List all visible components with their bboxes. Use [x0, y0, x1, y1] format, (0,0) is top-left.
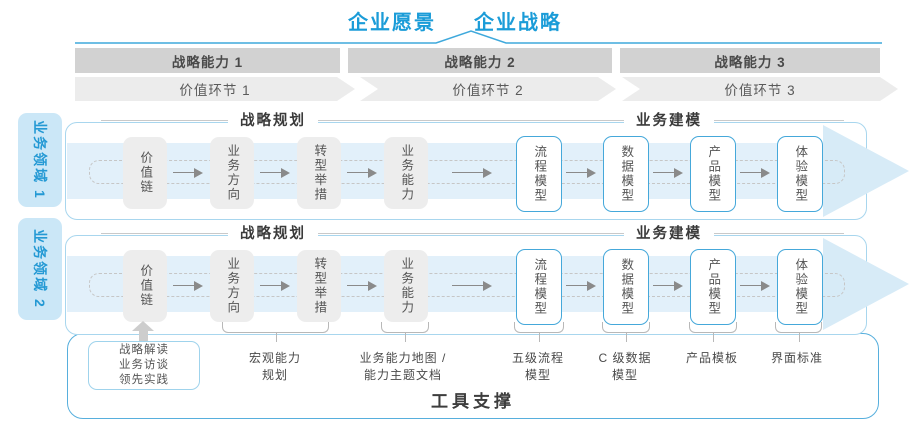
flow-box: 业务能力: [384, 137, 428, 209]
business-modeling-header: 业务建模: [624, 224, 714, 244]
brace-bracket: [381, 322, 429, 342]
right-arrow-icon: [452, 280, 492, 292]
brace-bracket: [689, 322, 737, 342]
practice-line: 战略解读: [119, 344, 169, 356]
domain-row-1: 战略规划 业务建模 价值链 业务方向 转型举措 业务能力 流程模型 数据模型 产品模型 体验模…: [65, 111, 909, 220]
tool-support-label: 工具支撑: [431, 392, 515, 411]
value-chain-segment-1: 价值环节 1: [75, 77, 355, 101]
flow-box: 业务方向: [210, 137, 254, 209]
right-arrow-icon: [566, 280, 596, 292]
annotation-label-line: 五级流程: [511, 351, 564, 365]
brace-bracket: [602, 322, 650, 342]
right-arrow-icon: [740, 280, 770, 292]
capability-band-2: 战略能力 2: [348, 48, 612, 73]
flow-box: 转型举措: [297, 250, 341, 322]
flow-box: 体验模型: [777, 136, 823, 212]
annotation-label-line: 宏观能力: [248, 351, 301, 365]
brace-bracket: [775, 322, 822, 342]
domain-label-text: 业务领域 2: [32, 229, 48, 309]
brace-bracket: [514, 322, 564, 342]
capability-band-3: 战略能力 3: [620, 48, 880, 73]
right-arrow-icon: [173, 167, 203, 179]
right-arrow-icon: [260, 280, 290, 292]
right-arrow-icon: [173, 280, 203, 292]
flow-box-label: 流程模型: [532, 258, 547, 316]
flow-box-label: 体验模型: [793, 145, 808, 203]
domain-label-1: 业务领域 1: [18, 113, 62, 207]
dashed-track: [89, 160, 845, 184]
flow-box: 价值链: [123, 137, 167, 209]
practice-line: 领先实践: [119, 374, 169, 386]
header-divider-line: [101, 233, 844, 234]
annotation-label-line: 产品模板: [685, 351, 738, 365]
strategy-title: 企业战略: [474, 12, 562, 34]
flow-box: 产品模型: [690, 136, 736, 212]
flow-box: 体验模型: [777, 249, 823, 325]
flow-box: 产品模型: [690, 249, 736, 325]
practice-line: 业务访谈: [119, 359, 169, 371]
value-chain-segment-3: 价值环节 3: [622, 77, 898, 101]
vision-connector-line: [75, 30, 882, 44]
flow-box-label: 流程模型: [532, 145, 547, 203]
annotation-label-line: 界面标准: [770, 351, 823, 365]
diagram-title: 企业愿景 企业战略: [0, 6, 910, 35]
flow-box-label: 价值链: [138, 151, 153, 195]
business-modeling-header: 业务建模: [624, 111, 714, 131]
annotation-label: 界面标准: [727, 350, 867, 367]
flow-box: 流程模型: [516, 136, 562, 212]
flow-box-label: 产品模型: [706, 258, 721, 316]
annotation-label-line: 业务能力地图 /: [359, 351, 447, 365]
annotation-label: C 级数据模型: [555, 350, 695, 384]
right-arrow-icon: [347, 167, 377, 179]
flow-box: 业务能力: [384, 250, 428, 322]
flow-box: 转型举措: [297, 137, 341, 209]
value-chain-segment-2: 价值环节 2: [360, 77, 616, 101]
right-arrow-icon: [452, 167, 492, 179]
flow-box: 数据模型: [603, 249, 649, 325]
domain-label-2: 业务领域 2: [18, 218, 62, 320]
flow-box-label: 产品模型: [706, 145, 721, 203]
flow-box: 流程模型: [516, 249, 562, 325]
annotation-label-line: C 级数据: [598, 351, 652, 365]
annotation-label: 产品模板: [642, 350, 782, 367]
domain-row-2: 战略规划 业务建模 价值链 业务方向 转型举措 业务能力 流程模型 数据模型 产品模型 体验模…: [65, 224, 909, 335]
right-arrow-icon: [653, 167, 683, 179]
vision-title: 企业愿景: [348, 12, 436, 34]
annotation-label: 宏观能力规划: [205, 350, 345, 384]
flow-box: 价值链: [123, 250, 167, 322]
brace-bracket: [222, 322, 329, 342]
annotation-label: 五级流程模型: [468, 350, 608, 384]
strategy-planning-header: 战略规划: [228, 111, 318, 131]
flow-box-label: 数据模型: [619, 145, 634, 203]
right-arrow-icon: [347, 280, 377, 292]
flow-box-label: 转型举措: [312, 257, 327, 315]
right-arrow-icon: [740, 167, 770, 179]
flow-box-label: 价值链: [138, 264, 153, 308]
flow-box-label: 转型举措: [312, 144, 327, 202]
right-arrow-icon: [260, 167, 290, 179]
annotation-label-line: 模型: [524, 368, 551, 382]
dashed-track: [89, 273, 845, 297]
practice-input-box: 战略解读 业务访谈 领先实践: [88, 341, 200, 390]
flow-box-label: 体验模型: [793, 258, 808, 316]
thick-up-arrow-icon: [132, 321, 154, 341]
annotation-label-line: 模型: [611, 368, 638, 382]
header-divider-line: [101, 120, 844, 121]
flow-box-label: 业务方向: [225, 257, 240, 315]
capability-band-1: 战略能力 1: [75, 48, 340, 73]
annotation-label-line: 能力主题文档: [363, 368, 442, 382]
right-arrow-icon: [653, 280, 683, 292]
domain-label-text: 业务领域 1: [32, 120, 48, 200]
flow-box-label: 业务能力: [399, 257, 414, 315]
annotation-label: 业务能力地图 / 能力主题文档: [333, 350, 473, 384]
strategy-planning-header: 战略规划: [228, 224, 318, 244]
right-arrow-icon: [566, 167, 596, 179]
flow-box: 数据模型: [603, 136, 649, 212]
flow-box-label: 数据模型: [619, 258, 634, 316]
flow-box-label: 业务方向: [225, 144, 240, 202]
annotation-label-line: 规划: [261, 368, 288, 382]
flow-box-label: 业务能力: [399, 144, 414, 202]
flow-box: 业务方向: [210, 250, 254, 322]
